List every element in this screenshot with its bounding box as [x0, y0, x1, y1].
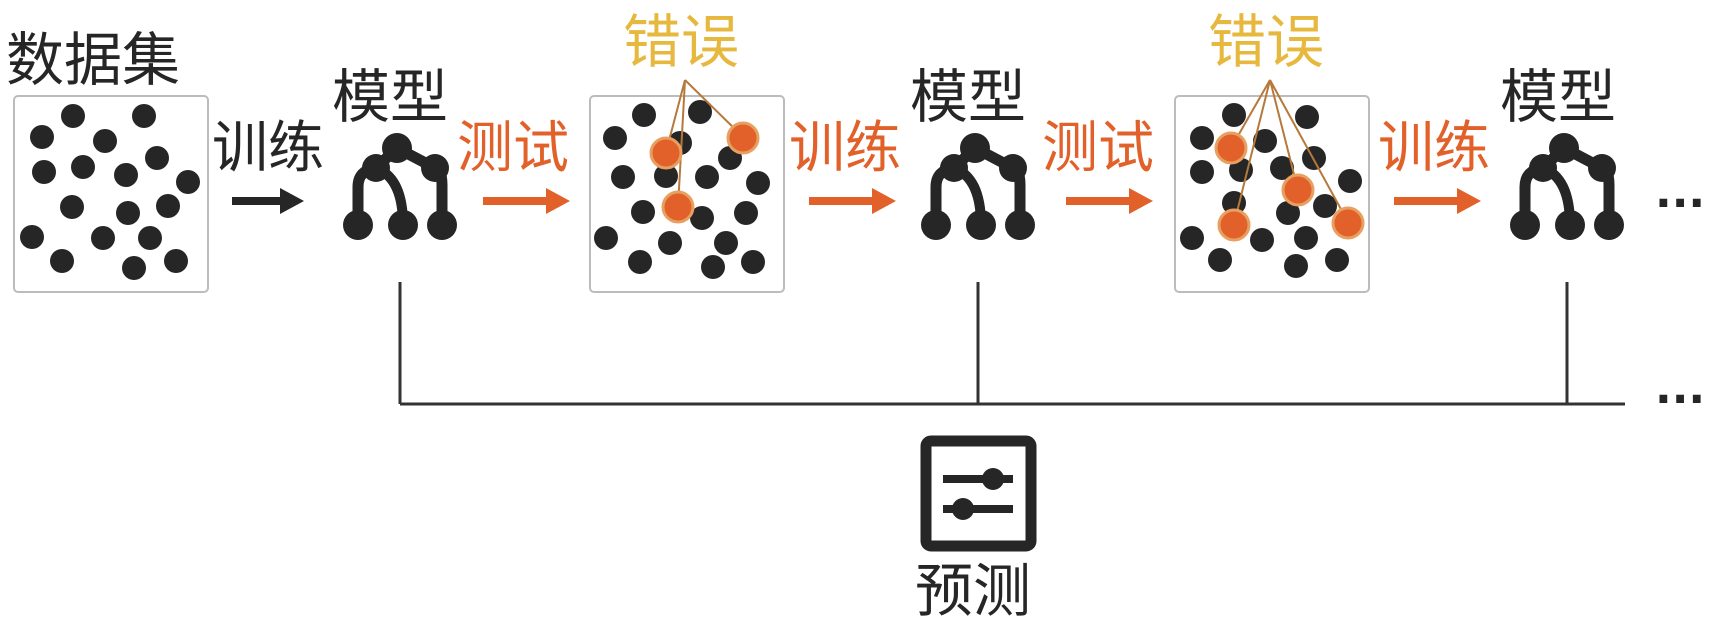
test-label: 测试 [1042, 116, 1154, 181]
tree-model-icon [1510, 133, 1624, 240]
error-points-2 [1214, 131, 1365, 242]
aggregation-rail [398, 282, 1625, 406]
error-points-1 [649, 121, 760, 224]
arrow-right-icon [232, 188, 304, 214]
model-label: 模型 [332, 63, 448, 131]
train-label: 训练 [789, 116, 901, 181]
predict-label: 预测 [915, 557, 1031, 625]
test-box-1-points [594, 100, 770, 279]
tree-model-icon [343, 133, 457, 240]
test-label: 测试 [457, 116, 569, 181]
arrow-right-icon [483, 188, 570, 214]
train-label: 训练 [212, 116, 324, 181]
error-label: 错误 [623, 8, 739, 76]
model-label: 模型 [1500, 63, 1616, 131]
slider-panel-icon [920, 435, 1037, 552]
arrow-right-icon [809, 188, 896, 214]
dataset-label: 数据集 [6, 26, 180, 94]
arrow-right-icon [1066, 188, 1153, 214]
model-label: 模型 [910, 63, 1026, 131]
train-label: 训练 [1378, 116, 1490, 181]
arrow-right-icon [1394, 188, 1481, 214]
error-label: 错误 [1208, 8, 1324, 76]
dataset-points [20, 104, 200, 280]
ellipsis-top: ··· [1655, 178, 1705, 229]
tree-model-icon [921, 133, 1035, 240]
test-box-2-points [1180, 103, 1362, 278]
ellipsis-rail: ··· [1655, 374, 1705, 425]
